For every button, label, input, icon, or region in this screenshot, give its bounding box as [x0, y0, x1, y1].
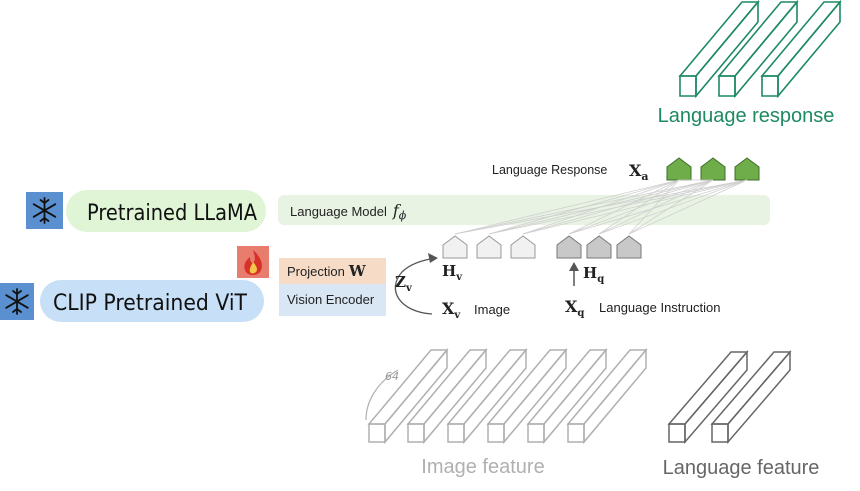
response-token-1: [666, 157, 692, 181]
hv-symbol: Hv: [442, 262, 463, 283]
language-instruction-label: Language Instruction: [599, 300, 720, 315]
projection-bar: [279, 258, 386, 284]
hq-token-2: [586, 235, 612, 259]
language-feature-bar-1: [667, 349, 749, 445]
hq-symbol: Hq: [583, 264, 604, 285]
hv-token-2: [476, 235, 502, 259]
language-feature-title: Language feature: [663, 457, 820, 479]
hq-tokens: [556, 235, 642, 259]
image-feature-bar-5: [526, 347, 608, 445]
image-feature-title: Image feature: [421, 456, 544, 478]
hq-arrow-head: [569, 262, 579, 271]
zv-arrow: [394, 257, 437, 315]
fire-icon: [244, 250, 262, 275]
xa-symbol: Xa: [629, 161, 649, 183]
hv-tokens: [442, 235, 536, 259]
image-feature-bar-1: [367, 347, 449, 445]
language-response-label: Language Response: [492, 163, 607, 177]
language-model-bar: [278, 195, 770, 225]
language-feature-bar-2: [710, 349, 792, 445]
snowflake-icon: [32, 197, 57, 224]
clip-vit-pill: [40, 280, 264, 322]
response-bar-3: [760, 0, 842, 99]
language-feature-bars: [667, 349, 792, 445]
response-bar-2: [717, 0, 799, 99]
pretrained-llama-pill: [66, 190, 266, 232]
image-feature-bars: [367, 347, 648, 445]
response-tokens: [666, 157, 760, 181]
attention-lines: [454, 179, 748, 235]
dim-64-label: 64: [385, 370, 399, 383]
clip-vit-label: CLIP Pretrained ViT: [53, 291, 248, 316]
image-feature-bar-2: [406, 347, 488, 445]
image-label: Image: [474, 302, 510, 317]
image-feature-bar-3: [446, 347, 528, 445]
response-token-3: [734, 157, 760, 181]
xq-symbol: Xq: [565, 297, 584, 319]
zv-arrow-head: [428, 253, 438, 263]
snowflake-icon: [5, 288, 29, 315]
zv-symbol: Zv: [395, 273, 413, 294]
pretrained-llama-label: Pretrained LLaMA: [87, 201, 257, 226]
language-response-bars: [678, 0, 842, 99]
hv-token-1: [442, 235, 468, 259]
xv-symbol: Xv: [442, 299, 461, 321]
vision-encoder-bar: [279, 284, 386, 316]
language-response-title: Language response: [658, 105, 835, 127]
response-token-2: [700, 157, 726, 181]
hq-token-1: [556, 235, 582, 259]
image-feature-bar-4: [486, 347, 568, 445]
hq-token-3: [616, 235, 642, 259]
dim-64-arc: [365, 369, 399, 421]
image-feature-bar-6: [566, 347, 648, 445]
hv-token-3: [510, 235, 536, 259]
response-bar-1: [678, 0, 760, 99]
vision-encoder-label: Vision Encoder: [287, 292, 375, 307]
